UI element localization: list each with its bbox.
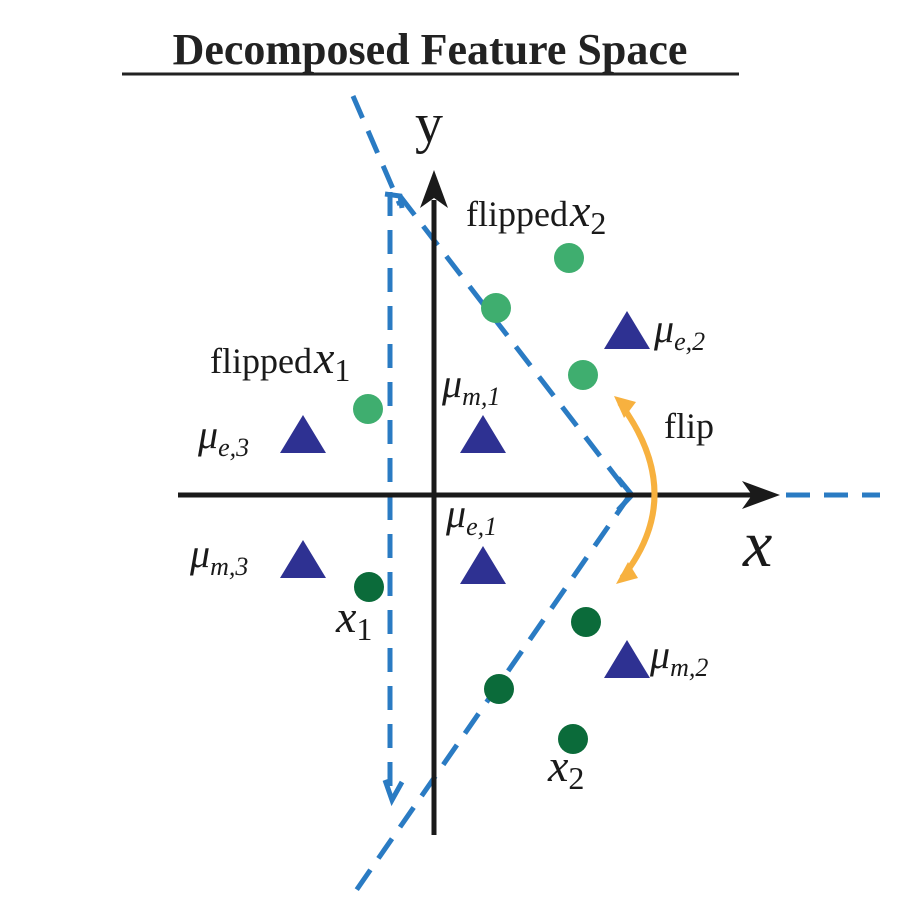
mu-m-3 — [280, 540, 326, 578]
x-axis-label: x — [742, 508, 772, 581]
original-dots — [354, 572, 601, 754]
mu-m-1-label: μm,1 — [441, 361, 500, 411]
flipped-x2-dot-a — [554, 243, 584, 273]
y-axis-label: y — [415, 93, 443, 155]
mu-e-3 — [280, 415, 326, 453]
diagram-title: Decomposed Feature Space — [173, 25, 688, 74]
x1-label: x1 — [335, 591, 372, 647]
x2-dot-a — [571, 607, 601, 637]
flip-arc-arrowhead-top — [614, 396, 636, 418]
flip-arc-arrowhead-bottom — [616, 562, 638, 584]
x1-dot — [354, 572, 384, 602]
dashed-arrowhead-bottom — [382, 779, 405, 807]
flip-arc — [617, 401, 658, 580]
y-axis-arrowhead — [420, 170, 448, 208]
flipped-x2-dot-b — [481, 293, 511, 323]
mu-m-2 — [604, 640, 650, 678]
mu-e-2 — [604, 311, 650, 349]
dashed-line-upper-left — [350, 95, 403, 206]
flipped-x2-label: flippedx2 — [466, 185, 606, 241]
mu-e-2-label: μe,2 — [653, 306, 705, 356]
flipped-x1-label: flippedx1 — [210, 332, 350, 388]
dashed-arrowhead-top — [384, 191, 405, 209]
dashed-line-upper-diagonal — [398, 194, 632, 497]
mu-e-1-label: μe,1 — [445, 491, 497, 541]
mu-e-1 — [460, 546, 506, 584]
mu-m-3-label: μm,3 — [189, 531, 248, 581]
mu-m-2-label: μm,2 — [649, 632, 708, 682]
mu-m-1 — [460, 415, 506, 453]
flipped-dots — [353, 243, 598, 424]
flip-label: flip — [664, 406, 714, 446]
x2-dot-b — [484, 674, 514, 704]
x2-label: x2 — [547, 740, 584, 796]
x-axis-arrowhead — [742, 481, 780, 509]
triangles — [280, 311, 650, 678]
flipped-x1-dot — [353, 394, 383, 424]
flipped-x2-dot-c — [568, 360, 598, 390]
mu-e-3-label: μe,3 — [197, 412, 249, 462]
x2-dot-c — [558, 724, 588, 754]
